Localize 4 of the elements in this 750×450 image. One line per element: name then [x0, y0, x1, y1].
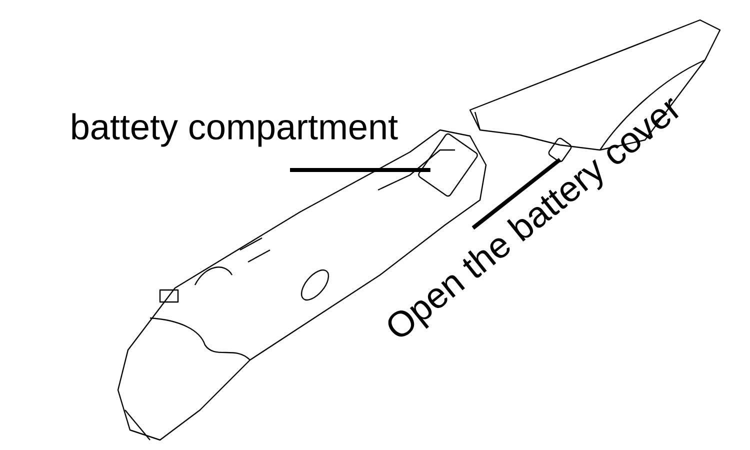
leader-line — [472, 158, 562, 230]
battery-compartment — [418, 133, 478, 197]
callout-text: battety compartment — [72, 113, 398, 147]
leader-line — [290, 168, 430, 172]
